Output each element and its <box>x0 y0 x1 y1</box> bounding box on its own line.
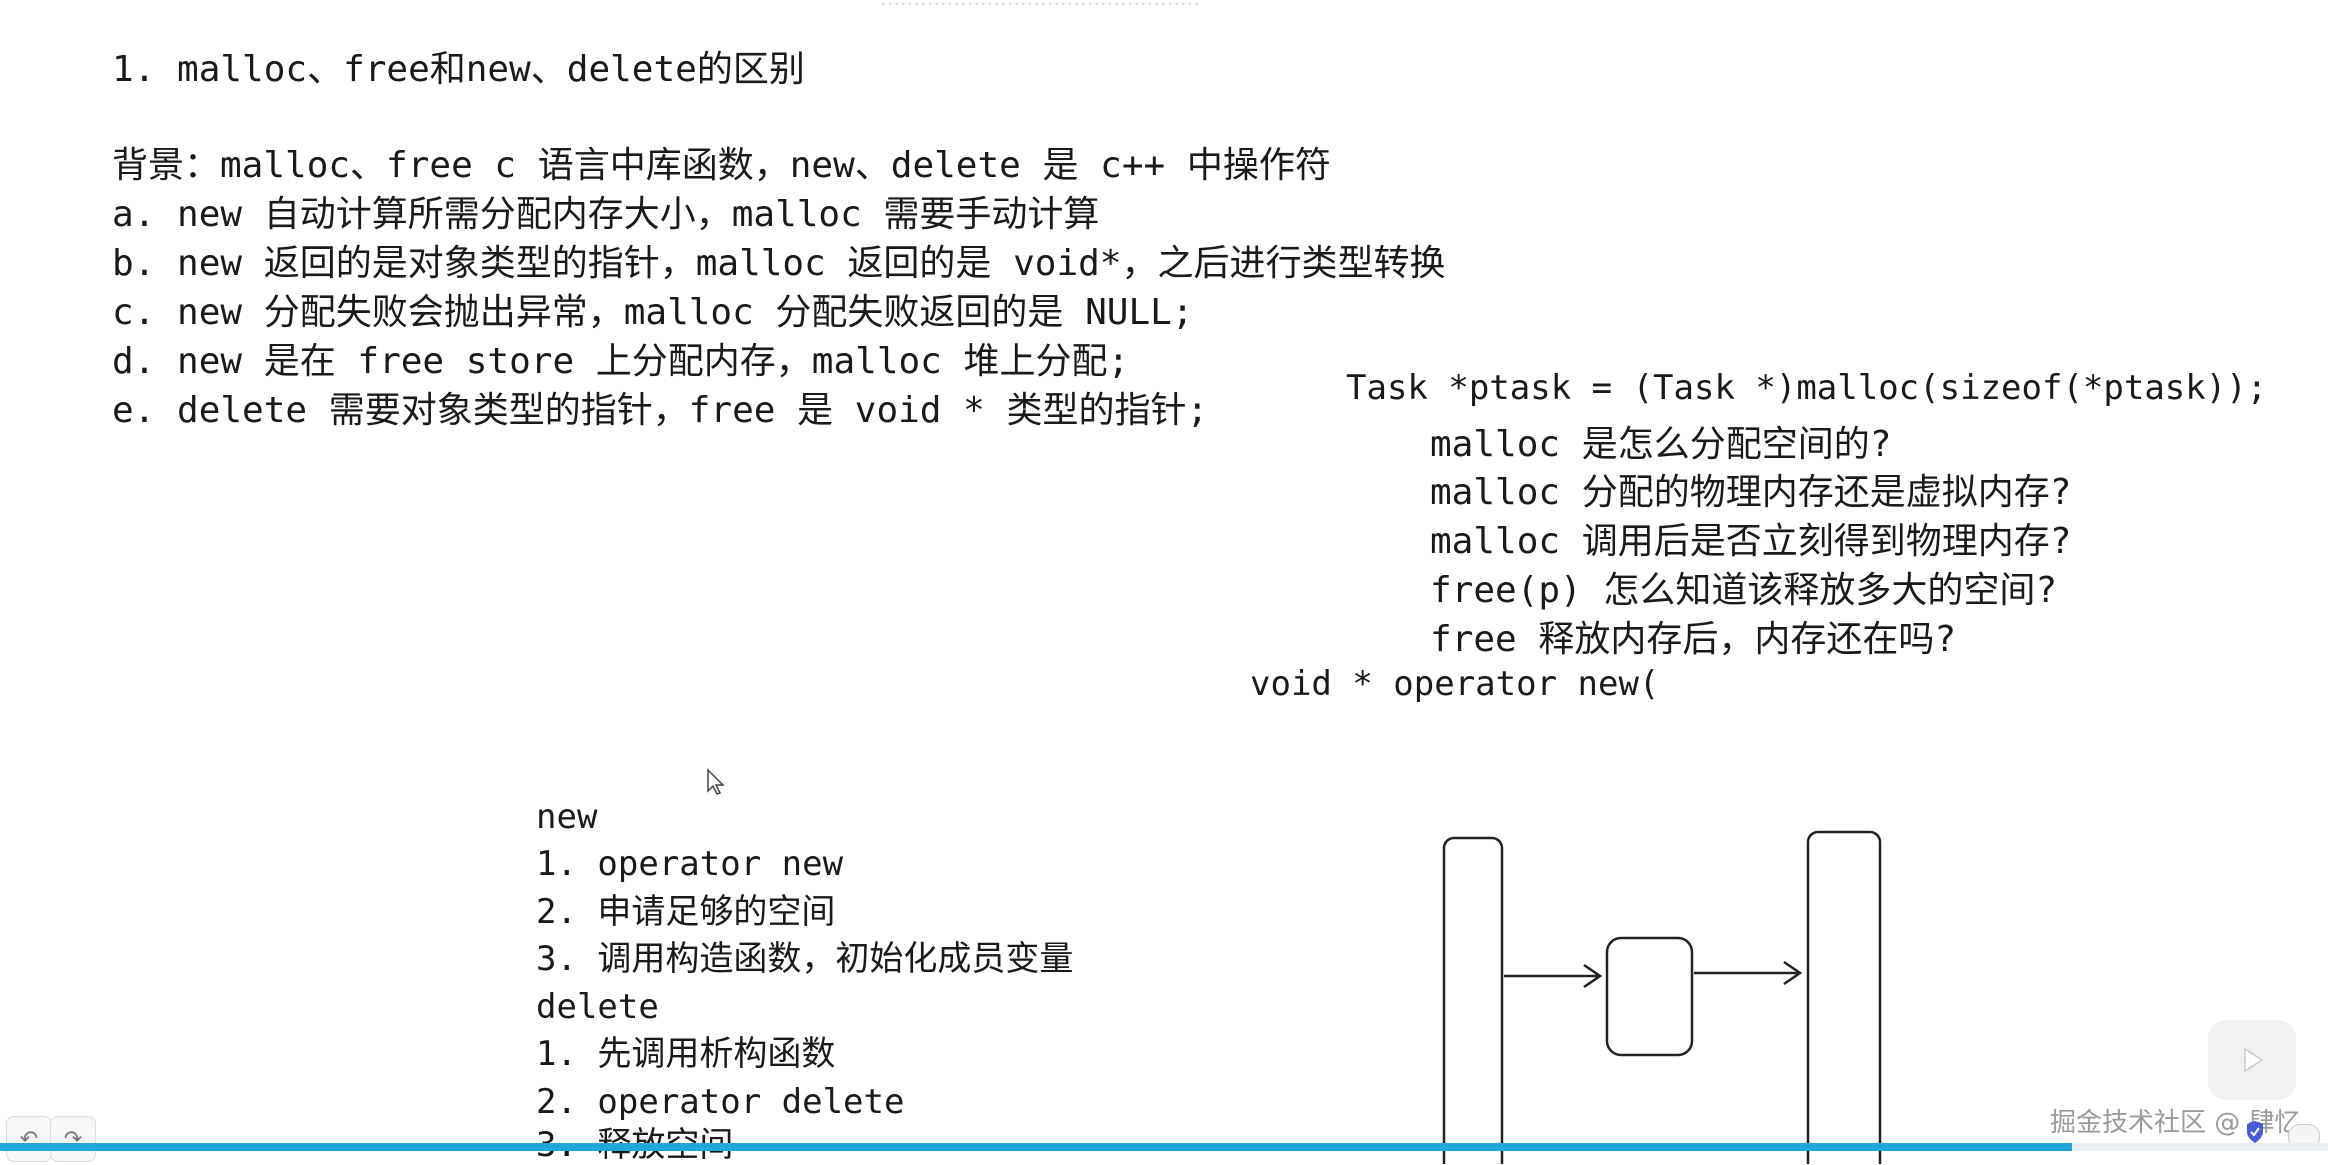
code-line: Task *ptask = (Task *)malloc(sizeof(*pta… <box>1346 368 2268 408</box>
shield-icon <box>2247 1121 2263 1143</box>
question-2: malloc 分配的物理内存还是虚拟内存? <box>1430 472 2072 513</box>
note-item-c: c. new 分配失败会抛出异常，malloc 分配失败返回的是 NULL; <box>112 292 1194 333</box>
middle-node-box <box>1605 936 1694 1057</box>
step-new-1: 1. operator new <box>536 844 844 884</box>
step-delete-heading: delete <box>536 987 659 1027</box>
step-new-heading: new <box>536 797 598 837</box>
video-progress-bar[interactable] <box>0 1143 2328 1151</box>
step-delete-1: 1. 先调用析构函数 <box>536 1034 836 1074</box>
question-1: malloc 是怎么分配空间的? <box>1430 424 1892 465</box>
step-delete-2: 2. operator delete <box>536 1082 905 1122</box>
step-new-3: 3. 调用构造函数，初始化成员变量 <box>536 939 1074 979</box>
play-icon <box>2244 1047 2264 1073</box>
step-new-2: 2. 申请足够的空间 <box>536 892 836 932</box>
right-column-box <box>1806 830 1882 1164</box>
note-item-d: d. new 是在 free store 上分配内存，malloc 堆上分配; <box>112 341 1130 382</box>
memory-flow-diagram <box>1442 830 1882 1164</box>
arrow-head-right <box>1783 960 1803 986</box>
question-3: malloc 调用后是否立刻得到物理内存? <box>1430 521 2072 562</box>
note-item-e: e. delete 需要对象类型的指针，free 是 void * 类型的指针; <box>112 390 1209 431</box>
play-button[interactable] <box>2208 1020 2296 1100</box>
note-title: 1. malloc、free和new、delete的区别 <box>112 49 805 90</box>
note-item-b: b. new 返回的是对象类型的指针，malloc 返回的是 void*，之后进… <box>112 243 1446 284</box>
operator-new-line: void * operator new( <box>1250 664 1660 704</box>
left-column-box <box>1442 836 1504 1164</box>
question-5: free 释放内存后，内存还在吗? <box>1430 619 1957 660</box>
faint-title-text: ………………………………………… <box>880 0 1200 10</box>
question-4: free(p) 怎么知道该释放多大的空间? <box>1430 570 2058 611</box>
note-item-a: a. new 自动计算所需分配内存大小，malloc 需要手动计算 <box>112 194 1100 235</box>
redo-button[interactable]: ↷ <box>50 1116 96 1162</box>
mouse-cursor-icon <box>707 768 725 795</box>
arrow-head-left <box>1583 963 1603 989</box>
video-progress-fill <box>0 1143 2072 1151</box>
undo-button[interactable]: ↶ <box>6 1116 52 1162</box>
note-background: 背景：malloc、free c 语言中库函数，new、delete 是 c++… <box>112 145 1331 186</box>
